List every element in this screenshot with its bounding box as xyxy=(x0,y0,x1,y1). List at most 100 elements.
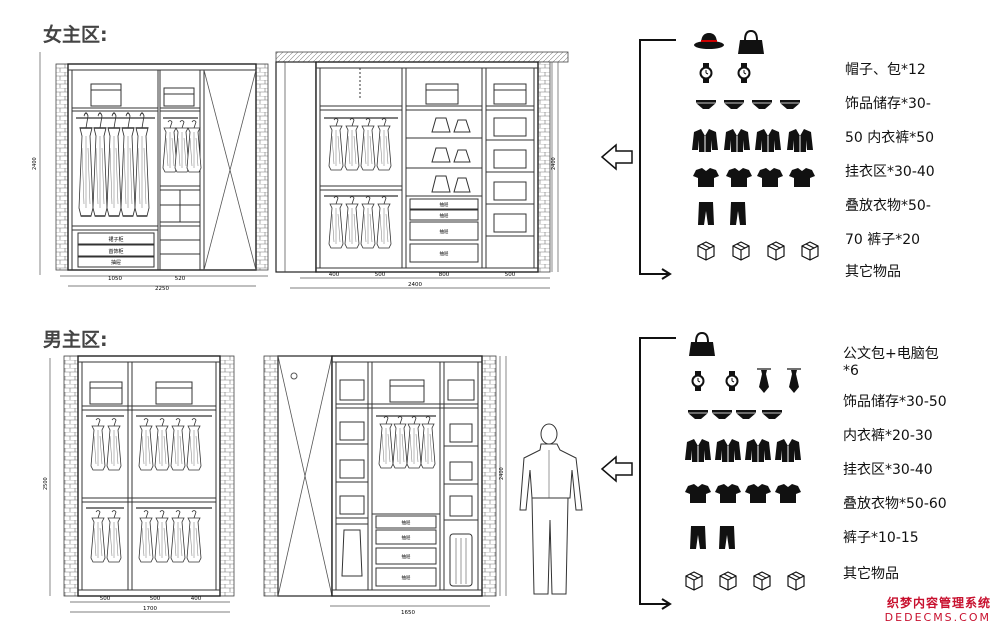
watermark-line2: DEDECMS.COM xyxy=(884,611,991,624)
tshirt-icon xyxy=(693,168,719,187)
underwear-icon xyxy=(711,409,733,420)
men-label-briefcase-count: *6 xyxy=(843,363,859,379)
women-dim-label: 400 xyxy=(329,272,340,278)
women-drawer-label: 抽屉 xyxy=(111,259,121,266)
pants-icon xyxy=(719,526,735,549)
tie-icon xyxy=(756,368,772,394)
men-wardrobe-right: 抽屉 抽屉 抽屉 抽屉 2400 1650 xyxy=(263,355,507,616)
men-drawer-label: 抽屉 xyxy=(402,553,411,560)
men-vdim-b: 2400 xyxy=(499,467,505,480)
women-dim-label: 500 xyxy=(505,272,516,278)
women-label-folded: 叠放衣物*50- xyxy=(845,198,931,214)
women-label-hanging: 挂衣区*30-40 xyxy=(845,164,935,180)
women-dim-label: 1050 xyxy=(108,276,122,282)
men-dim-label: 1700 xyxy=(143,606,157,612)
men-bracket xyxy=(639,337,676,610)
women-dim-label: 520 xyxy=(175,276,186,282)
men-label-underwear: 内衣裤*20-30 xyxy=(843,428,933,444)
briefcase-icon xyxy=(688,332,716,357)
tshirt-icon xyxy=(757,168,783,187)
women-dim-label: 2400 xyxy=(408,282,422,288)
tshirt-icon xyxy=(775,484,801,503)
men-dim-label: 500 xyxy=(150,596,161,602)
women-label-pants: 70 裤子*20 xyxy=(845,232,921,248)
box-icon xyxy=(697,241,715,261)
tshirt-icon xyxy=(726,168,752,187)
watch-icon xyxy=(699,62,713,84)
box-icon xyxy=(719,571,737,591)
jacket-icon xyxy=(786,128,814,153)
women-drawer-label: 抽屉 xyxy=(440,250,449,257)
men-label-pants: 裤子*10-15 xyxy=(843,530,919,546)
men-label-folded: 叠放衣物*50-60 xyxy=(843,496,947,512)
men-dim-label: 500 xyxy=(100,596,111,602)
men-section-title: 男主区: xyxy=(43,329,108,351)
men-label-briefcase: 公文包+电脑包 xyxy=(843,346,939,362)
women-label-other: 其它物品 xyxy=(845,264,901,280)
women-dim-label: 800 xyxy=(439,272,450,278)
men-dim-label: 1650 xyxy=(401,610,415,616)
women-dim-label: 500 xyxy=(375,272,386,278)
women-icon-column xyxy=(691,30,819,261)
men-drawer-label: 抽屉 xyxy=(402,534,411,541)
jacket-icon xyxy=(684,438,712,463)
jacket-icon xyxy=(723,128,751,153)
jacket-icon xyxy=(744,438,772,463)
tshirt-icon xyxy=(685,484,711,503)
women-arrow-left-icon xyxy=(600,143,633,171)
watermark-line1: 织梦内容管理系统 xyxy=(886,596,991,610)
women-bracket xyxy=(639,39,676,280)
tshirt-icon xyxy=(745,484,771,503)
jacket-icon xyxy=(754,128,782,153)
box-icon xyxy=(753,571,771,591)
underwear-icon xyxy=(779,99,801,110)
women-label-accessories: 饰品储存*30- xyxy=(845,96,931,112)
hat-icon xyxy=(693,32,725,50)
underwear-icon xyxy=(761,409,783,420)
women-drawer-label: 抽屉 xyxy=(440,228,449,235)
men-drawer-label: 抽屉 xyxy=(402,574,411,581)
women-label-underwear: 50 内衣裤*50 xyxy=(845,130,935,146)
jacket-icon xyxy=(714,438,742,463)
box-icon xyxy=(801,241,819,261)
watermark: 织梦内容管理系统 DEDECMS.COM xyxy=(885,594,991,624)
tshirt-icon xyxy=(715,484,741,503)
underwear-icon xyxy=(695,99,717,110)
women-vdim-a: 2400 xyxy=(32,157,38,170)
women-wardrobe-right: 抽屉 抽屉 抽屉 抽屉 2400 400 500 800 500 2400 xyxy=(275,51,569,289)
men-label-hanging: 挂衣区*30-40 xyxy=(843,462,933,478)
men-label-accessories: 饰品储存*30-50 xyxy=(843,394,947,410)
women-section-title: 女主区: xyxy=(43,24,108,46)
men-wardrobe-left: 2500 500 500 xyxy=(43,355,235,613)
men-vdim-a: 2500 xyxy=(43,477,49,490)
box-icon xyxy=(767,241,785,261)
box-icon xyxy=(732,241,750,261)
human-figure xyxy=(519,423,583,595)
watch-icon xyxy=(737,62,751,84)
women-dim-label: 2250 xyxy=(155,286,169,292)
pants-icon xyxy=(730,202,746,225)
women-drawer-label: 首饰柜 xyxy=(108,248,123,255)
women-wardrobe-left: 2400 xyxy=(32,52,269,292)
handbag-icon xyxy=(737,30,765,55)
jacket-icon xyxy=(774,438,802,463)
underwear-icon xyxy=(751,99,773,110)
men-icon-column xyxy=(684,332,805,591)
women-drawer-label: 抽屉 xyxy=(440,201,449,208)
men-drawer-label: 抽屉 xyxy=(402,519,411,526)
women-label-hats-bags: 帽子、包*12 xyxy=(845,62,926,78)
box-icon xyxy=(787,571,805,591)
box-icon xyxy=(685,571,703,591)
pants-icon xyxy=(698,202,714,225)
underwear-icon xyxy=(723,99,745,110)
men-dim-label: 400 xyxy=(191,596,202,602)
women-drawer-label: 裙子柜 xyxy=(108,236,123,243)
underwear-icon xyxy=(687,409,709,420)
pants-icon xyxy=(690,526,706,549)
underwear-icon xyxy=(735,409,757,420)
tshirt-icon xyxy=(789,168,815,187)
tie-icon xyxy=(786,368,802,394)
men-arrow-left-icon xyxy=(600,455,633,483)
jacket-icon xyxy=(691,128,719,153)
